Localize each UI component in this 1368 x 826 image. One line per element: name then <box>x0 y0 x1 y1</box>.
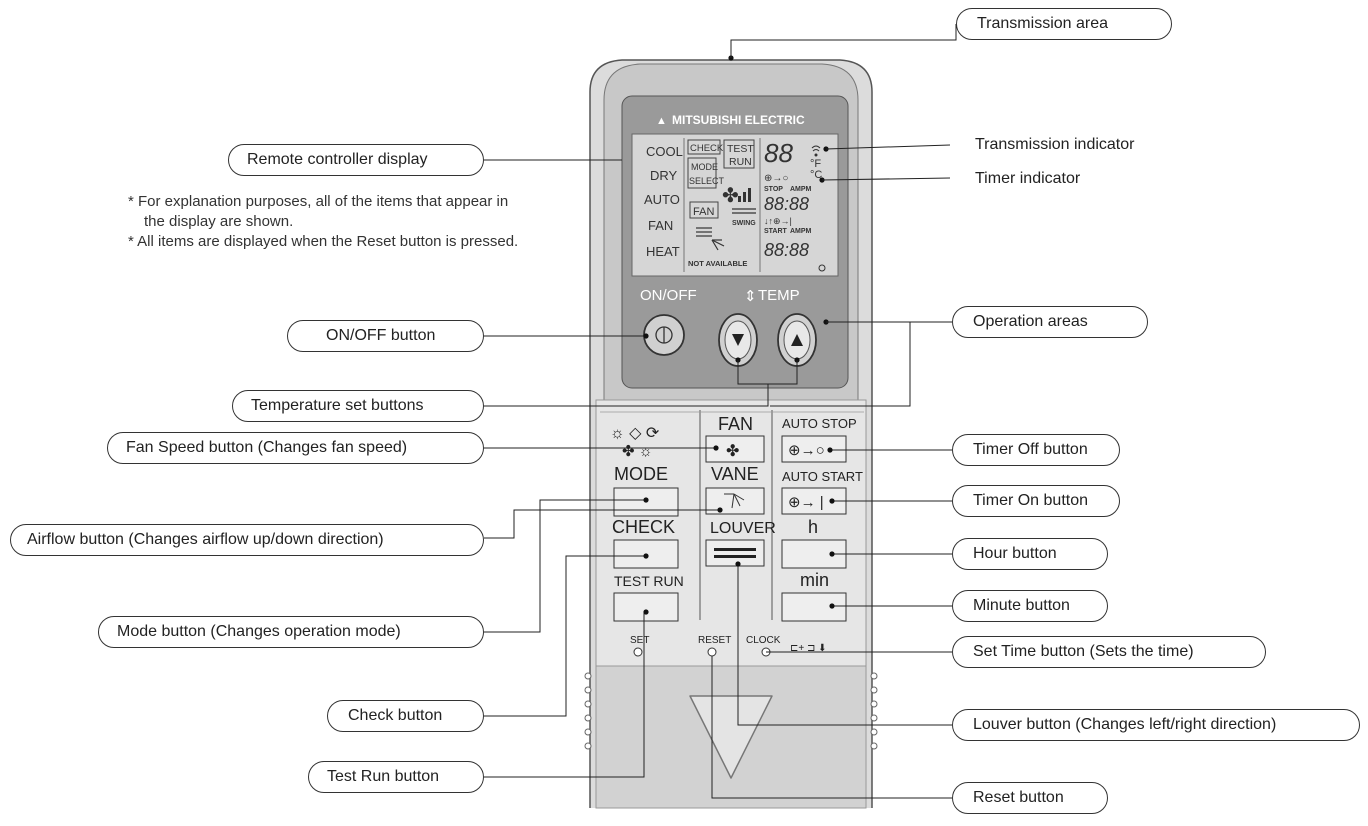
callout-check-button: Check button <box>327 700 484 732</box>
display-check: CHECK <box>690 143 724 154</box>
temp-label: TEMP <box>758 287 800 304</box>
display-temp-digits: 88 <box>764 138 793 168</box>
leader-lines <box>484 24 957 799</box>
onoff-label: ON/OFF <box>640 287 697 304</box>
vane-label: VANE <box>711 464 759 484</box>
vane-icon <box>724 493 745 509</box>
cover-release-icon[interactable] <box>689 695 773 779</box>
fan-icon: ✤ <box>726 443 739 460</box>
svg-text:✤: ✤ <box>722 185 739 207</box>
display-start: START <box>764 228 788 235</box>
battery-icon: ⊏+ ⊐ ⬇ <box>790 643 827 654</box>
brand-label: MITSUBISHI ELECTRIC <box>672 113 805 127</box>
lcd-display <box>631 133 839 277</box>
callout-hour-button: Hour button <box>952 538 1108 570</box>
callout-onoff-button: ON/OFF button <box>287 320 484 352</box>
display-swing: SWING <box>732 220 756 227</box>
testrun-label: TEST RUN <box>614 573 684 589</box>
mode-auto: AUTO <box>644 192 680 207</box>
callout-minute-button: Minute button <box>952 590 1108 622</box>
callout-fan-speed-button: Fan Speed button (Changes fan speed) <box>107 432 484 464</box>
note-1: * For explanation purposes, all of the i… <box>128 193 509 230</box>
timer-on-icon: ⊕→ | <box>788 494 824 511</box>
display-stop-time: 88:88 <box>764 194 809 214</box>
check-label: CHECK <box>612 517 675 537</box>
reset-label: RESET <box>698 635 731 646</box>
thermometer-icon: ⇕ <box>744 288 757 305</box>
left-grip <box>584 672 592 750</box>
display-note: * For explanation purposes, all of the i… <box>128 192 528 252</box>
label-timer-indicator: Timer indicator <box>975 170 1081 187</box>
callout-mode-button: Mode button (Changes operation mode) <box>98 616 484 648</box>
up-arrow-icon <box>791 334 803 346</box>
set-button[interactable] <box>633 647 643 657</box>
set-label: SET <box>630 635 649 646</box>
display-ampm-1: AMPM <box>790 186 812 193</box>
reset-button[interactable] <box>707 647 717 657</box>
callout-remote-controller-display: Remote controller display <box>228 144 484 176</box>
display-start-time: 88:88 <box>764 240 809 260</box>
display-vane-icon <box>696 227 725 251</box>
fan-label: FAN <box>718 414 753 434</box>
mode-dry: DRY <box>650 168 678 183</box>
callout-louver-button: Louver button (Changes left/right direct… <box>952 709 1360 741</box>
display-timer-off-icon: ⊕→○ <box>764 173 788 184</box>
auto-start-label: AUTO START <box>782 469 863 484</box>
brand-logo-icon: ▲ <box>656 115 667 127</box>
minute-button[interactable] <box>781 592 847 622</box>
display-ampm-2: AMPM <box>790 228 812 235</box>
timer-off-button[interactable] <box>781 435 847 463</box>
callout-test-run-button: Test Run button <box>308 761 484 793</box>
display-stop: STOP <box>764 186 783 193</box>
callout-airflow-button: Airflow button (Changes airflow up/down … <box>10 524 484 556</box>
down-arrow-icon <box>732 334 744 346</box>
louver-icon <box>714 548 756 558</box>
hour-label: h <box>808 517 818 537</box>
clock-label: CLOCK <box>746 635 781 646</box>
display-clock-icon <box>818 264 826 272</box>
display-celsius: °C <box>810 169 822 181</box>
callout-set-time-button: Set Time button (Sets the time) <box>952 636 1266 668</box>
display-fan-speed-icon: ✤ <box>722 185 751 207</box>
display-not-available: NOT AVAILABLE <box>688 259 747 268</box>
louver-label: LOUVER <box>710 520 776 537</box>
auto-stop-label: AUTO STOP <box>782 416 857 431</box>
note-2: * All items are displayed when the Reset… <box>128 233 519 250</box>
callout-operation-areas: Operation areas <box>952 306 1148 338</box>
callout-temperature-set-buttons: Temperature set buttons <box>232 390 484 422</box>
mode-icons-2: ✤ ☼ <box>622 443 652 460</box>
display-mode: MODE <box>691 162 718 172</box>
display-fan: FAN <box>693 206 714 218</box>
callout-timer-off-button: Timer Off button <box>952 434 1120 466</box>
callout-transmission-area: Transmission area <box>956 8 1172 40</box>
mode-label: MODE <box>614 464 668 484</box>
display-test: TEST <box>727 143 754 155</box>
callout-timer-on-button: Timer On button <box>952 485 1120 517</box>
display-fahrenheit: °F <box>810 158 821 170</box>
display-select: SELECT <box>689 176 725 186</box>
testrun-button[interactable] <box>613 592 679 622</box>
mode-icons: ☼ ◇ ⟳ <box>610 425 660 442</box>
timer-off-icon: ⊕→○ <box>788 442 825 459</box>
display-louver-icon <box>732 208 756 214</box>
mode-heat: HEAT <box>646 244 680 259</box>
transmission-signal-icon <box>811 145 821 157</box>
mode-cool: COOL <box>646 144 683 159</box>
callout-reset-button: Reset button <box>952 782 1108 814</box>
display-timer-on-icon: ↓↑⊕→| <box>764 216 792 226</box>
right-grip <box>870 672 878 750</box>
label-transmission-indicator: Transmission indicator <box>975 136 1135 153</box>
louver-button[interactable] <box>705 539 765 567</box>
min-label: min <box>800 570 829 590</box>
display-run: RUN <box>729 156 752 168</box>
mode-fan: FAN <box>648 218 673 233</box>
